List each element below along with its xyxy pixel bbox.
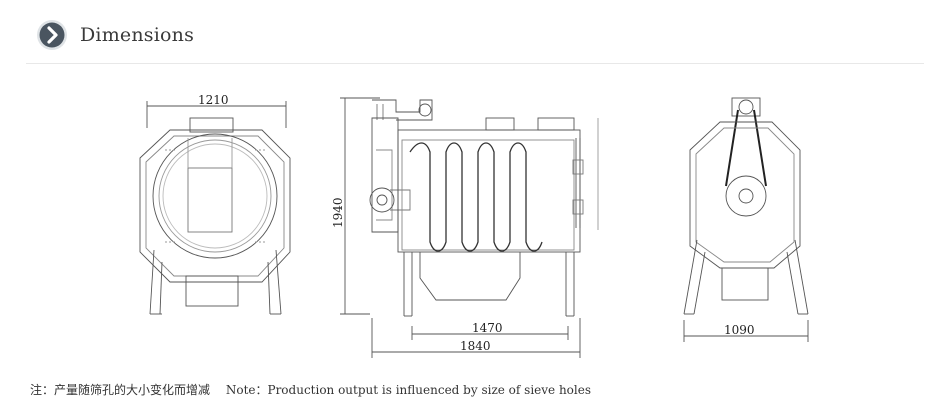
front-view-drawing (340, 97, 599, 358)
note-english: Note：Production output is influenced by … (225, 383, 592, 397)
side-view-width-label: 1210 (198, 93, 229, 107)
front-view-height-label: 1940 (331, 197, 345, 228)
side-view-drawing (139, 101, 291, 315)
end-view-drawing (683, 97, 809, 342)
front-view-inner-length-label: 1470 (472, 321, 503, 335)
production-note: 注：产量随筛孔的大小变化而增减 Note：Production output i… (30, 381, 591, 398)
end-view-width-label: 1090 (724, 323, 755, 337)
chevron-right-icon (37, 20, 67, 50)
front-view-overall-length-label: 1840 (460, 339, 491, 353)
page-title: Dimensions (80, 24, 195, 46)
section-header: Dimensions (0, 0, 927, 64)
note-chinese: 注：产量随筛孔的大小变化而增减 (30, 383, 211, 397)
header-divider (26, 63, 924, 64)
